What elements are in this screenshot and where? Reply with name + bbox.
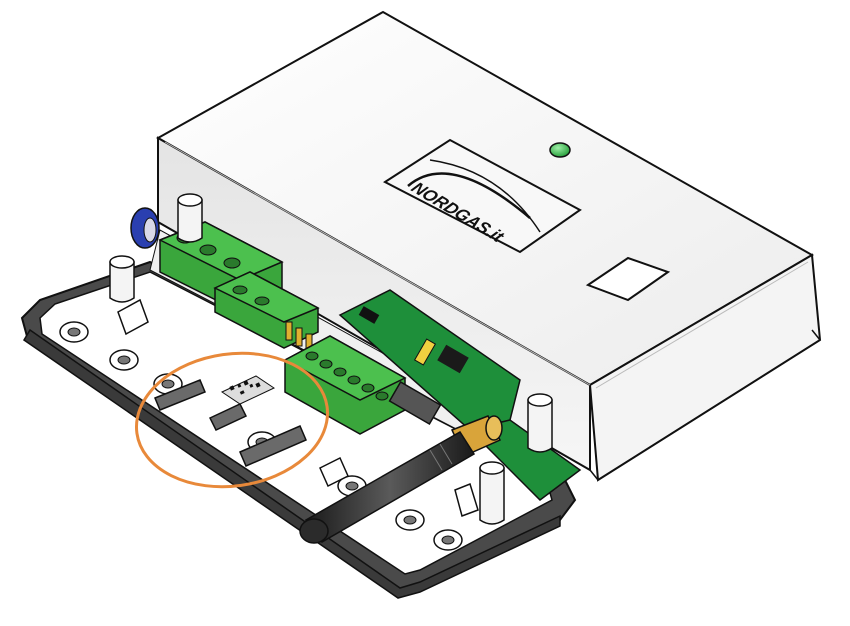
- base-clips: [117, 298, 479, 517]
- mounting-posts: [109, 193, 553, 525]
- housing-window: [585, 256, 671, 302]
- header-pins: [285, 321, 313, 353]
- terminal-block-bottom: [283, 335, 407, 435]
- brand-logo: NORDGAS.it: [383, 138, 582, 254]
- antenna-icon: [299, 430, 476, 544]
- qr-label-icon: [220, 375, 276, 405]
- gsm-module: [388, 380, 442, 426]
- status-led-icon: [549, 142, 571, 158]
- highlight-circle: [134, 351, 330, 489]
- capacitor: [130, 207, 160, 249]
